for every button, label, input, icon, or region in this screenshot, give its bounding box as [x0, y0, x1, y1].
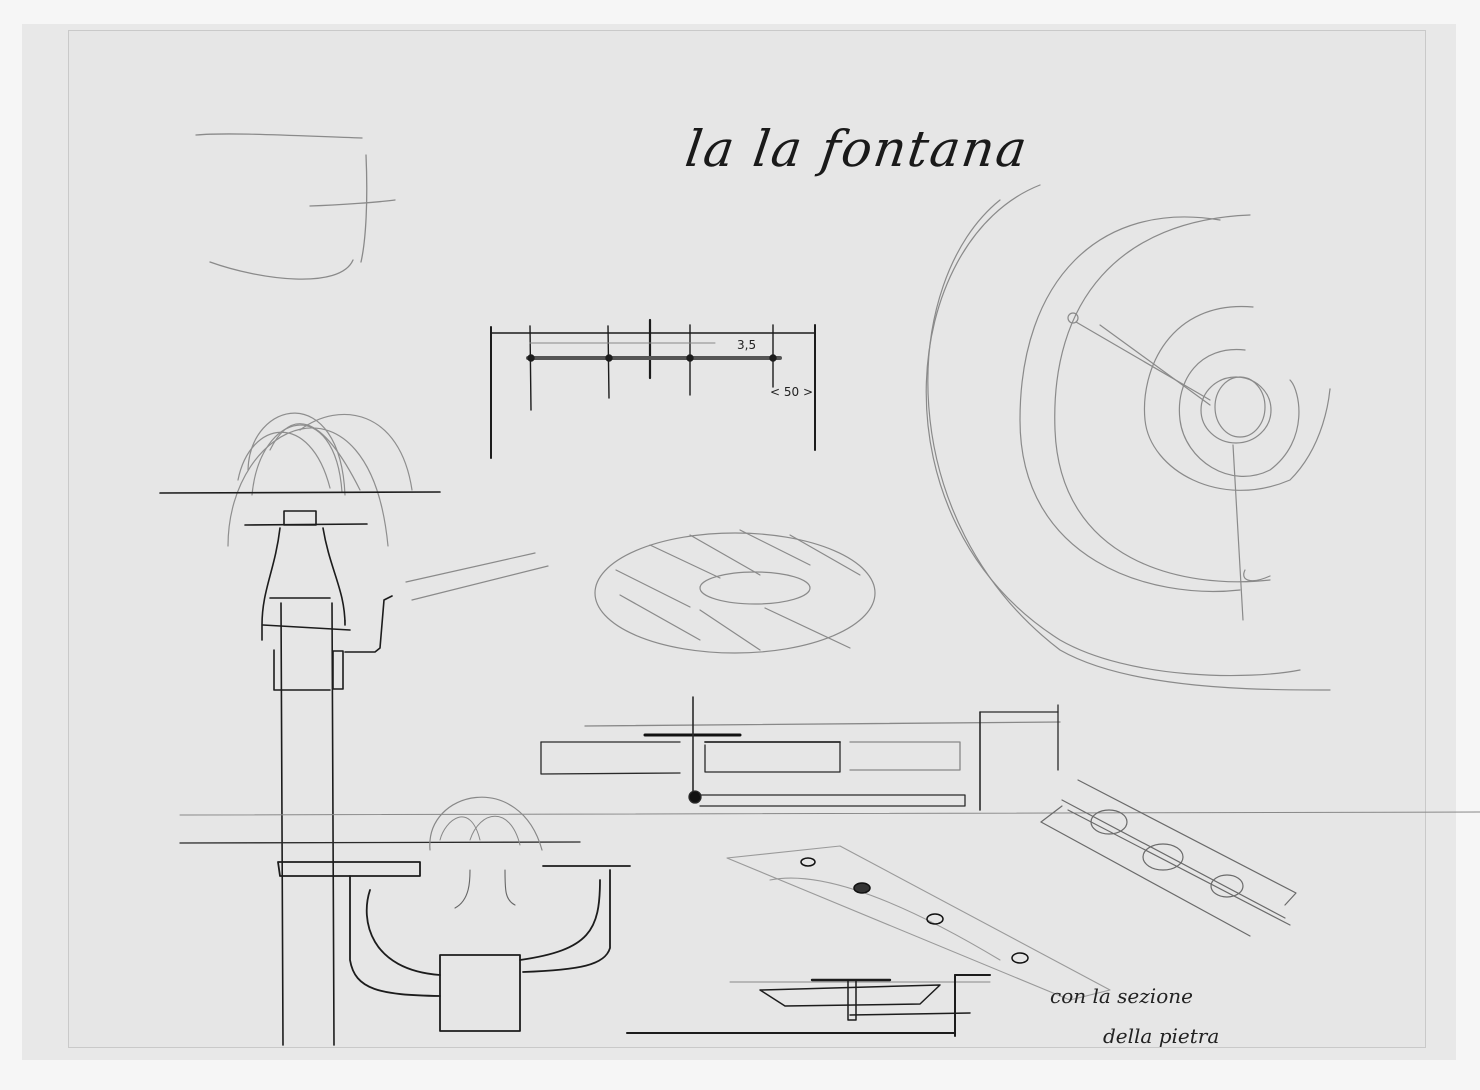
- caption-line-1: con la sezione: [1050, 984, 1193, 1008]
- basin-section: [179, 696, 1480, 844]
- fountain-arches: [227, 412, 413, 547]
- concentric-plan: [925, 184, 1331, 691]
- caption-line-2: della pietra: [1103, 1024, 1220, 1048]
- jet-holes: [800, 857, 1029, 964]
- stone-strip-small: [1040, 779, 1297, 937]
- dimension-plan: [490, 318, 816, 459]
- dimension-label-small: 3,5: [737, 338, 757, 352]
- stone-section: [626, 974, 991, 1037]
- stone-strip-large: [726, 845, 1111, 1001]
- spout-lines: [405, 552, 549, 601]
- dimension-label-large: < 50 >: [770, 385, 814, 399]
- corner-study: [195, 133, 396, 280]
- title-annotation: la la fontana: [681, 120, 1033, 178]
- pipe-elevation: [277, 796, 631, 1032]
- disc-perspective: [594, 529, 876, 654]
- fountain-column: [159, 491, 441, 1046]
